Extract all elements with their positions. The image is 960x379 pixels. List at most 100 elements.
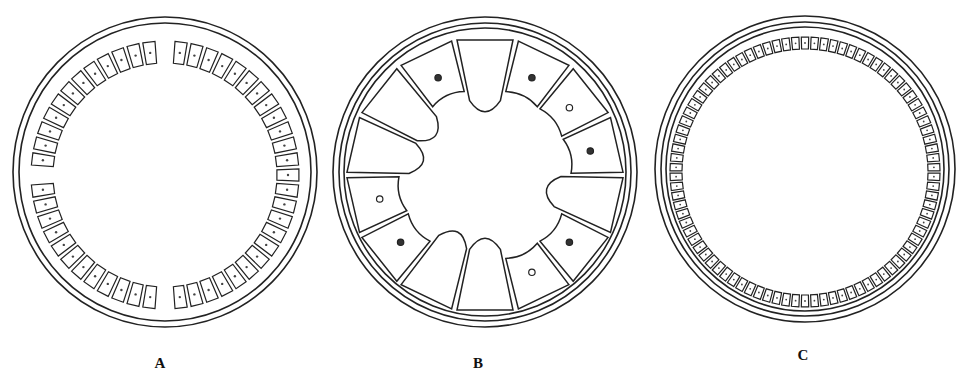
epithelial-cell bbox=[820, 293, 829, 306]
cell-nucleus bbox=[682, 213, 684, 215]
epithelial-cell bbox=[925, 144, 938, 153]
cell-nucleus bbox=[256, 255, 258, 257]
epithelial-cell bbox=[127, 44, 143, 68]
cell-nucleus bbox=[55, 231, 57, 233]
cell-nucleus bbox=[767, 48, 769, 50]
cell-nucleus bbox=[890, 75, 892, 77]
cell-nucleus bbox=[42, 189, 44, 191]
epithelial-cell bbox=[674, 134, 687, 144]
cell-nucleus bbox=[675, 166, 677, 168]
cell-nucleus bbox=[685, 121, 687, 123]
epithelial-cell bbox=[143, 285, 157, 308]
columnar-cell bbox=[563, 118, 623, 174]
epithelial-cell bbox=[920, 125, 934, 136]
cell-nucleus bbox=[832, 297, 834, 299]
cell-nucleus bbox=[776, 45, 778, 47]
wall-outline bbox=[339, 23, 631, 321]
cell-nucleus bbox=[903, 254, 905, 256]
cell-nucleus bbox=[44, 203, 46, 205]
cell-nucleus bbox=[193, 54, 195, 56]
cell-nucleus bbox=[265, 104, 267, 106]
cell-nucleus bbox=[273, 117, 275, 119]
epithelial-cell bbox=[34, 197, 58, 213]
cell-nucleus bbox=[94, 275, 96, 277]
cell-nucleus bbox=[705, 254, 707, 256]
epithelial-cell bbox=[927, 182, 940, 190]
cell-nucleus bbox=[279, 130, 281, 132]
cell-nucleus bbox=[694, 238, 696, 240]
cell-nucleus bbox=[107, 283, 109, 285]
cell-nucleus bbox=[741, 59, 743, 61]
epithelial-cell bbox=[928, 163, 940, 171]
cell-nucleus bbox=[841, 295, 843, 297]
cell-nucleus bbox=[287, 174, 289, 176]
cell-nucleus bbox=[733, 279, 735, 281]
cell-nucleus bbox=[923, 222, 925, 224]
columnar-cell bbox=[401, 41, 464, 107]
cell-nucleus bbox=[926, 129, 928, 131]
epithelial-cell bbox=[791, 37, 799, 50]
cell-nucleus bbox=[785, 299, 787, 301]
epithelial-cell bbox=[277, 169, 299, 181]
epithelial-cell bbox=[173, 285, 187, 308]
epithelial-cell bbox=[791, 294, 799, 307]
cell-nucleus bbox=[776, 297, 778, 299]
cell-nucleus bbox=[926, 213, 928, 215]
cell-nucleus bbox=[677, 148, 679, 150]
epithelial-cell bbox=[671, 154, 684, 162]
epithelial-cell bbox=[31, 153, 54, 167]
cell-nucleus bbox=[397, 239, 403, 245]
cell-nucleus bbox=[859, 54, 861, 56]
cell-nucleus bbox=[929, 139, 931, 141]
cell-nucleus bbox=[120, 59, 122, 61]
cell-nucleus bbox=[705, 89, 707, 91]
cell-nucleus bbox=[909, 96, 911, 98]
cell-nucleus bbox=[377, 196, 383, 202]
cell-nucleus bbox=[207, 59, 209, 61]
cell-nucleus bbox=[234, 73, 236, 75]
epithelial-cell bbox=[676, 209, 690, 220]
epithelial-cell bbox=[187, 282, 203, 306]
wall-outline bbox=[344, 28, 626, 316]
cell-nucleus bbox=[207, 289, 209, 291]
cell-nucleus bbox=[823, 44, 825, 46]
epithelial-cell bbox=[923, 200, 936, 210]
cell-nucleus bbox=[682, 129, 684, 131]
cell-nucleus bbox=[883, 273, 885, 275]
epithelial-cell bbox=[670, 173, 682, 181]
epithelial-cell bbox=[670, 163, 682, 171]
cell-nucleus bbox=[814, 300, 816, 302]
epithelial-cell bbox=[31, 183, 54, 197]
wall-outline bbox=[13, 17, 317, 327]
cell-nucleus bbox=[149, 296, 151, 298]
cell-nucleus bbox=[850, 292, 852, 294]
epithelial-cell bbox=[828, 291, 838, 304]
cell-nucleus bbox=[49, 217, 51, 219]
cell-nucleus bbox=[529, 75, 535, 81]
cell-nucleus bbox=[909, 246, 911, 248]
epithelial-cell bbox=[811, 294, 819, 307]
cell-nucleus bbox=[711, 82, 713, 84]
cell-nucleus bbox=[286, 159, 288, 161]
epithelial-cell bbox=[801, 37, 808, 49]
cell-nucleus bbox=[699, 96, 701, 98]
cell-nucleus bbox=[676, 157, 678, 159]
epithelial-cell bbox=[173, 41, 187, 64]
cell-nucleus bbox=[785, 44, 787, 46]
cell-nucleus bbox=[795, 300, 797, 302]
cell-nucleus bbox=[923, 121, 925, 123]
figure-label: C bbox=[798, 348, 809, 363]
epithelial-cell bbox=[782, 38, 791, 51]
cell-nucleus bbox=[749, 288, 751, 290]
cell-nucleus bbox=[919, 230, 921, 232]
cell-nucleus bbox=[265, 244, 267, 246]
cell-nucleus bbox=[914, 238, 916, 240]
epithelial-cell bbox=[187, 44, 203, 68]
cell-nucleus bbox=[677, 195, 679, 197]
cell-nucleus bbox=[758, 51, 760, 53]
cell-nucleus bbox=[82, 266, 84, 268]
cell-nucleus bbox=[699, 246, 701, 248]
epithelial-cell bbox=[672, 191, 685, 200]
cell-nucleus bbox=[859, 288, 861, 290]
wall-outline bbox=[655, 16, 955, 322]
